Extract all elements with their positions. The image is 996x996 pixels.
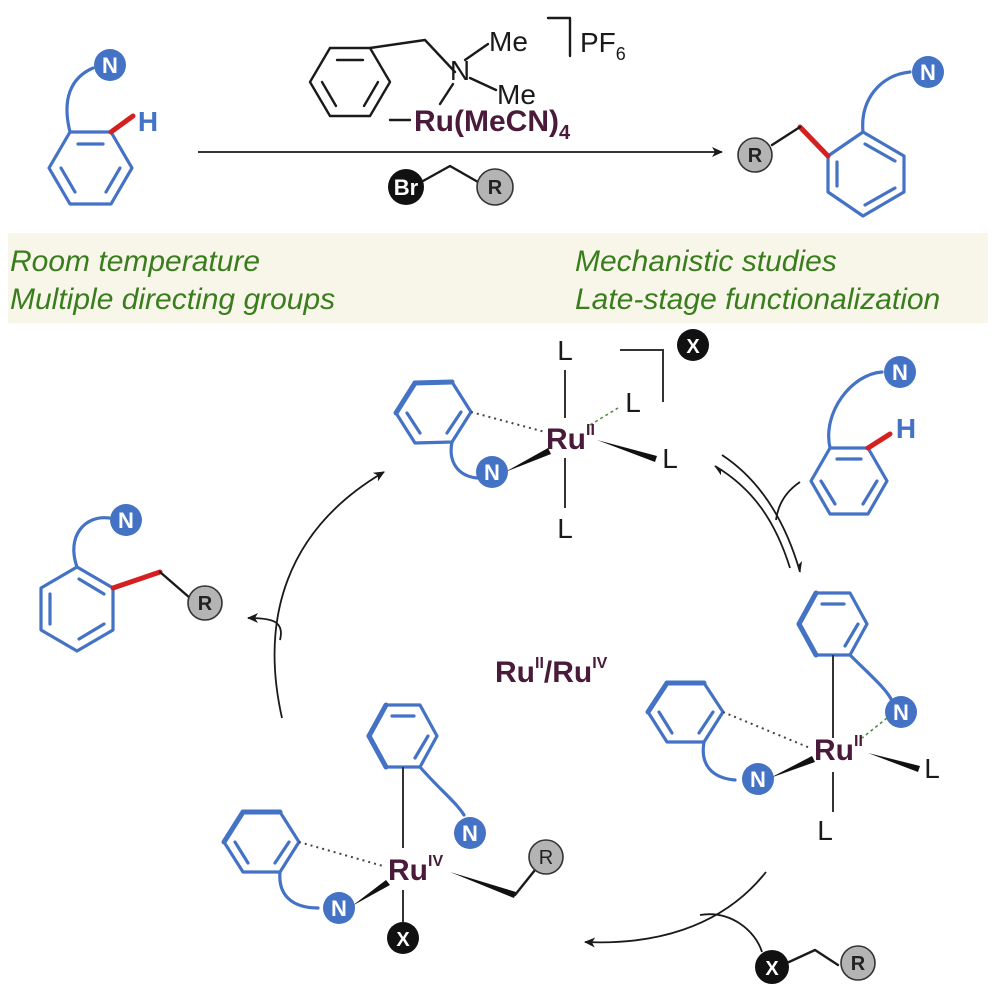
top-complex-n-ball bbox=[476, 456, 508, 488]
incoming-n-ball bbox=[884, 356, 916, 388]
bottom-r-ball bbox=[528, 839, 564, 875]
catalyst-n-label: N bbox=[450, 55, 470, 86]
incoming-h-label: H bbox=[896, 413, 916, 444]
right-ligand-l-1: L bbox=[924, 753, 940, 784]
alkyl-bromide-reagent: Br R bbox=[388, 164, 514, 206]
substrate-arene: N H bbox=[47, 49, 158, 206]
catalyst-me-2: Me bbox=[497, 79, 536, 110]
r-ball-cycle-reagent bbox=[840, 945, 876, 981]
right-ru-label: RuII bbox=[814, 733, 863, 767]
top-ligand-l-4: L bbox=[662, 443, 678, 474]
catalyst-ru-label: Ru(MeCN)4 bbox=[414, 105, 571, 144]
catalyst-me-1: Me bbox=[489, 26, 528, 57]
bottom-ru-label: RuIV bbox=[388, 853, 443, 887]
equilibrium-forward-arrow bbox=[721, 454, 803, 573]
top-ru-label: RuII bbox=[546, 422, 595, 456]
ortho-h-label: H bbox=[138, 106, 158, 137]
cycle-label: RuII/RuIV bbox=[495, 655, 608, 689]
top-complex-n-label: N bbox=[484, 460, 500, 485]
product-n-ball bbox=[912, 56, 944, 88]
bottom-complex-n-label-2: N bbox=[331, 896, 347, 921]
ru-iv-complex: N N RuIV R X bbox=[221, 702, 564, 954]
right-complex-n-label-2: N bbox=[750, 767, 766, 792]
product-r-label: R bbox=[748, 145, 763, 167]
ru-ii-biscyclometalated-complex: N N RuII L L bbox=[645, 590, 940, 846]
product-r-ball bbox=[737, 137, 773, 173]
bottom-complex-n-ball-2 bbox=[323, 892, 355, 924]
alkyl-halide-reagent: X R bbox=[755, 945, 876, 984]
br-ball bbox=[388, 169, 424, 205]
ru-ii-complex-top: L L L L X N RuII bbox=[393, 329, 709, 544]
x-ball-reagent bbox=[755, 950, 789, 984]
incoming-n-label: N bbox=[892, 360, 908, 385]
banner-right-line-2: Late-stage functionalization bbox=[575, 283, 940, 316]
r-label-cycle-reagent: R bbox=[851, 953, 866, 975]
top-ligand-l-3: L bbox=[625, 387, 641, 418]
released-r-ball bbox=[187, 585, 223, 621]
top-ligand-l-2: L bbox=[557, 513, 573, 544]
reductive-elimination-arrow bbox=[273, 471, 385, 719]
released-product: N R bbox=[39, 504, 223, 653]
directing-group-n-ball bbox=[94, 49, 126, 81]
x-label-reagent: X bbox=[765, 958, 779, 980]
bottom-x-ball bbox=[387, 922, 419, 954]
product-release-arrow bbox=[247, 613, 282, 641]
catalyst-counterion: PF6 bbox=[580, 27, 626, 64]
counterion-x-ball bbox=[677, 329, 709, 361]
oxidative-addition-arrow bbox=[584, 871, 767, 948]
ruthenium-catalyst: N Me Me PF6 Ru(MeCN)4 bbox=[308, 16, 626, 144]
product-n-label: N bbox=[920, 60, 936, 85]
top-ligand-l-1: L bbox=[557, 335, 573, 366]
released-r-label: R bbox=[198, 593, 213, 615]
released-n-ball bbox=[110, 504, 142, 536]
right-complex-n-label-1: N bbox=[893, 700, 909, 725]
right-ligand-l-2: L bbox=[817, 815, 833, 846]
banner-left-line-2: Multiple directing groups bbox=[10, 283, 335, 316]
right-complex-n-ball-2 bbox=[742, 763, 774, 795]
bottom-r-label: R bbox=[539, 847, 553, 869]
bottom-complex-n-label-1: N bbox=[462, 821, 478, 846]
conditions-banner bbox=[8, 233, 988, 323]
bottom-x-label: X bbox=[396, 929, 410, 951]
product-arene: N R bbox=[737, 56, 944, 218]
r-label-reagent: R bbox=[488, 177, 503, 199]
incoming-substrate: N H bbox=[809, 356, 916, 516]
right-complex-n-ball-1 bbox=[885, 696, 917, 728]
directing-group-n-label: N bbox=[102, 53, 118, 78]
bottom-complex-n-ball-1 bbox=[454, 817, 486, 849]
counterion-x-label: X bbox=[686, 336, 700, 358]
br-label: Br bbox=[394, 175, 419, 200]
banner-right-line-1: Mechanistic studies bbox=[575, 245, 837, 278]
substrate-entry-arrow bbox=[775, 481, 801, 521]
released-n-label: N bbox=[118, 508, 134, 533]
alkyl-halide-entry-arrow bbox=[699, 913, 763, 953]
equilibrium-reverse-arrow bbox=[714, 465, 791, 569]
r-ball-reagent bbox=[476, 168, 514, 206]
banner-left-line-1: Room temperature bbox=[10, 245, 260, 278]
